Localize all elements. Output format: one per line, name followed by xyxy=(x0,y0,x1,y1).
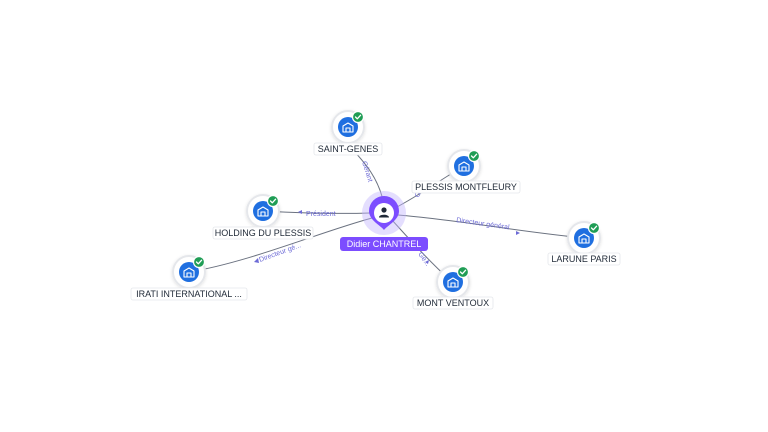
company-node-irati-international[interactable]: IRATI INTERNATIONAL ... xyxy=(130,255,248,301)
company-node-mont-ventoux[interactable]: MONT VENTOUX xyxy=(412,265,494,310)
node-label-text: HOLDING DU PLESSIS xyxy=(215,228,312,238)
node-label-text: PLESSIS MONTFLEURY xyxy=(415,182,517,192)
verified-badge-icon xyxy=(456,265,470,279)
person-node-center[interactable]: Didier CHANTREL xyxy=(340,191,428,251)
building-icon xyxy=(447,277,459,288)
building-icon xyxy=(257,206,269,217)
building-icon xyxy=(183,267,195,278)
edge-label: Gérant xyxy=(360,160,373,183)
node-label-text: LARUNE PARIS xyxy=(551,254,616,264)
building-icon xyxy=(458,161,470,172)
verified-badge-icon xyxy=(266,194,280,208)
verified-badge-icon xyxy=(467,149,481,163)
edge-label: Gé... xyxy=(416,251,430,267)
node-label: IRATI INTERNATIONAL ... xyxy=(130,287,248,301)
company-node-larune-paris[interactable]: LARUNE PARIS xyxy=(547,221,621,266)
node-label-text: SAINT-GENES xyxy=(318,144,379,154)
building-icon xyxy=(578,233,590,244)
company-node-plessis-montfleury[interactable]: PLESSIS MONTFLEURY xyxy=(411,149,521,194)
node-label-text: IRATI INTERNATIONAL ... xyxy=(136,289,242,299)
building-icon xyxy=(342,122,354,133)
node-label: LARUNE PARIS xyxy=(547,252,621,266)
verified-badge-icon xyxy=(587,221,601,235)
center-label: Didier CHANTREL xyxy=(340,237,428,251)
company-node-holding-du-plessis[interactable]: HOLDING DU PLESSIS xyxy=(212,194,314,240)
node-label: SAINT-GENES xyxy=(313,142,383,156)
verified-badge-icon xyxy=(192,255,206,269)
edge-label: Directeur général xyxy=(456,217,511,231)
edge-label: Président xyxy=(306,211,336,218)
person-icon xyxy=(379,207,389,218)
verified-badge-icon xyxy=(351,110,365,124)
center-label-text: Didier CHANTREL xyxy=(347,239,422,249)
node-label-text: MONT VENTOUX xyxy=(417,298,489,308)
node-label: MONT VENTOUX xyxy=(412,296,494,310)
edge-larune-paris[interactable]: Directeur général xyxy=(397,214,586,239)
node-label: PLESSIS MONTFLEURY xyxy=(411,180,521,194)
node-label: HOLDING DU PLESSIS xyxy=(212,226,314,240)
company-node-saint-genes[interactable]: SAINT-GENES xyxy=(313,110,383,156)
